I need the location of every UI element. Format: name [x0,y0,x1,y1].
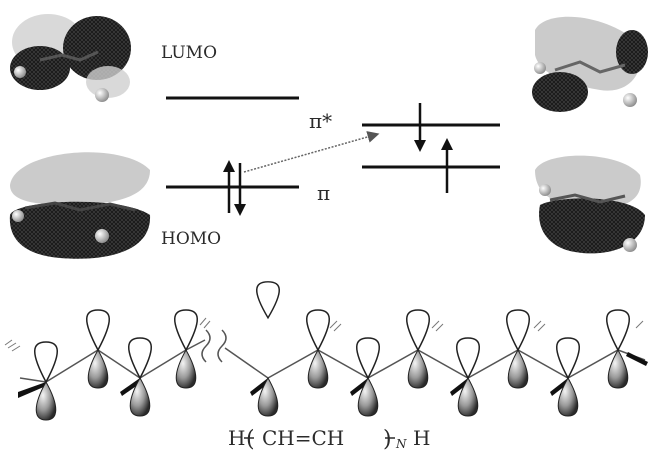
polyacetylene-chain [4,281,648,421]
pi-star-label: π* [309,109,332,133]
excited-electron-arrows [414,103,453,193]
homo-orbital-left [9,152,151,259]
excitation-arrow [243,131,380,173]
formula-left-h: H [228,426,245,450]
formula-subscript-n: N [395,437,407,450]
homo-label: HOMO [161,229,221,249]
homo-orbital-right [535,155,645,254]
lumo-orbital-left [10,14,131,102]
formula-repeat-unit: CH=CH [262,426,344,450]
polyacetylene-formula: H ( CH=CH ) N H [228,426,430,450]
paired-electron-arrows [223,160,246,216]
formula-right-h: H [413,426,430,450]
energy-level-diagram [166,96,500,216]
lumo-label: LUMO [161,43,217,63]
pi-label: π [317,181,330,205]
lumo-orbital-right [532,16,648,112]
